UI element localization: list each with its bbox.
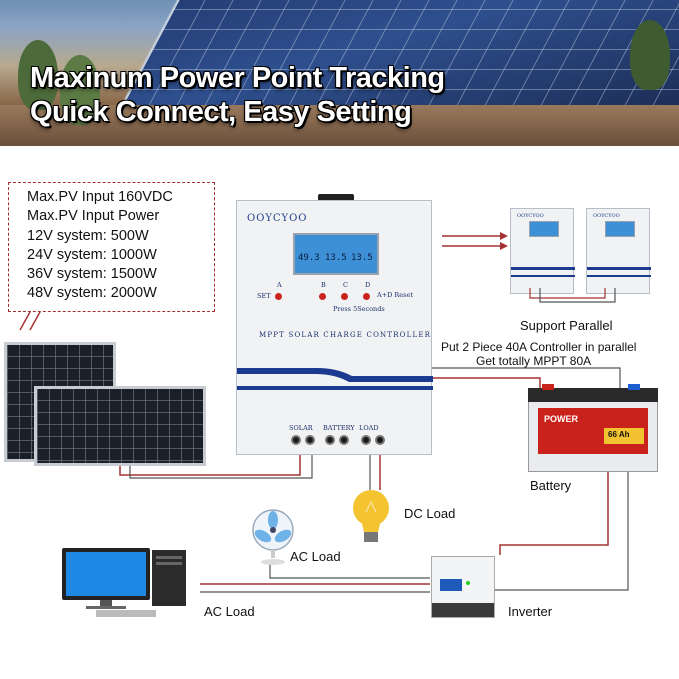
headline-line1: Maxinum Power Point Tracking bbox=[30, 62, 445, 94]
solar-wire bbox=[129, 440, 313, 479]
small-controller-stripe bbox=[587, 275, 651, 277]
controller-lcd: 49.3 13.5 13.5 bbox=[293, 233, 379, 275]
headline-line2: Quick Connect, Easy Setting bbox=[30, 96, 412, 128]
spec-line: 12V system: 500W bbox=[27, 227, 149, 244]
inverter-icon bbox=[431, 556, 495, 618]
button-b[interactable] bbox=[319, 293, 326, 300]
key-label-b: B bbox=[321, 281, 326, 289]
key-label-d: D bbox=[365, 281, 371, 289]
terminal-load-pos[interactable] bbox=[375, 435, 385, 445]
deck-floor bbox=[0, 105, 679, 146]
lcd-battery-value: 13.5 bbox=[325, 253, 347, 263]
banner-photo bbox=[0, 0, 679, 146]
light-bulb-icon bbox=[353, 490, 389, 542]
specs-box: Max.PV Input 160VDC Max.PV Input Power 1… bbox=[8, 182, 215, 312]
spec-line: 24V system: 1000W bbox=[27, 246, 157, 263]
solar-panel-icon bbox=[34, 386, 206, 466]
terminal-solar-pos[interactable] bbox=[305, 435, 315, 445]
solar-wire bbox=[119, 440, 301, 476]
specs-pointer bbox=[19, 311, 31, 331]
spec-line: Max.PV Input 160VDC bbox=[27, 189, 173, 205]
parallel-note-line1: Put 2 Piece 40A Controller in parallel bbox=[441, 340, 637, 354]
battery-brand: POWER bbox=[544, 414, 579, 424]
fan-icon bbox=[252, 509, 294, 565]
button-d[interactable] bbox=[363, 293, 370, 300]
support-parallel-label: Support Parallel bbox=[520, 318, 613, 333]
terminal-battery-pos[interactable] bbox=[339, 435, 349, 445]
ac-load-fan-label: AC Load bbox=[290, 549, 341, 564]
set-label: SET bbox=[257, 292, 271, 300]
mppt-controller: OOYCYOO 49.3 13.5 13.5 A B C D A+D Reset… bbox=[236, 200, 433, 455]
terminal-solar-neg[interactable] bbox=[291, 435, 301, 445]
tree bbox=[630, 20, 670, 90]
reset-hint: A+D Reset bbox=[377, 291, 413, 299]
terminal-label-solar: SOLAR bbox=[289, 424, 313, 432]
ac-load-pc-label: AC Load bbox=[204, 604, 255, 619]
small-controller-lcd bbox=[605, 221, 635, 237]
computer-icon bbox=[62, 548, 186, 617]
small-controller-brand: OOYCYOO bbox=[593, 213, 620, 219]
parallel-link-wires bbox=[529, 288, 616, 303]
spec-line: 36V system: 1500W bbox=[27, 266, 157, 283]
controller-brand: OOYCYOO bbox=[247, 213, 308, 224]
arrow-icon bbox=[500, 232, 508, 240]
press-hint: Press 5Seconds bbox=[333, 305, 385, 313]
small-controller-brand: OOYCYOO bbox=[517, 213, 544, 219]
battery-icon: POWER 66 Ah bbox=[528, 384, 658, 472]
spec-line: Max.PV Input Power bbox=[27, 208, 160, 225]
specs-pointer bbox=[29, 311, 41, 331]
terminal-label-battery: BATTERY bbox=[323, 424, 355, 432]
lcd-pv-value: 49.3 bbox=[298, 253, 320, 263]
key-label-c: C bbox=[343, 281, 348, 289]
button-c[interactable] bbox=[341, 293, 348, 300]
inverter-label: Inverter bbox=[508, 604, 553, 619]
parallel-controller-2: OOYCYOO bbox=[586, 208, 651, 294]
button-a[interactable] bbox=[275, 293, 282, 300]
inverter-wire bbox=[495, 470, 629, 591]
battery-rating: 66 Ah bbox=[608, 430, 630, 439]
dc-load-label: DC Load bbox=[404, 506, 456, 521]
controller-bracket bbox=[318, 194, 354, 202]
inverter-wire bbox=[499, 470, 609, 555]
key-label-a: A bbox=[277, 281, 282, 289]
small-controller-lcd bbox=[529, 221, 559, 237]
controller-stripes bbox=[237, 368, 433, 390]
controller-title: MPPT SOLAR CHARGE CONTROLLER bbox=[259, 331, 432, 339]
spec-line: 48V system: 2000W bbox=[27, 285, 157, 302]
terminal-battery-neg[interactable] bbox=[325, 435, 335, 445]
lcd-load-value: 13.5 bbox=[351, 253, 373, 263]
small-controller-stripe bbox=[587, 267, 651, 270]
tree bbox=[18, 40, 58, 110]
small-controller-stripe bbox=[511, 267, 575, 270]
tree bbox=[60, 55, 100, 125]
terminal-label-load: LOAD bbox=[359, 424, 379, 432]
arrow-icon bbox=[500, 242, 508, 250]
battery-label: Battery bbox=[530, 478, 572, 493]
parallel-note-line2: Get totally MPPT 80A bbox=[476, 354, 592, 368]
terminal-load-neg[interactable] bbox=[361, 435, 371, 445]
ac-wire bbox=[269, 560, 430, 579]
parallel-controller-1: OOYCYOO bbox=[510, 208, 575, 294]
small-controller-stripe bbox=[511, 275, 575, 277]
